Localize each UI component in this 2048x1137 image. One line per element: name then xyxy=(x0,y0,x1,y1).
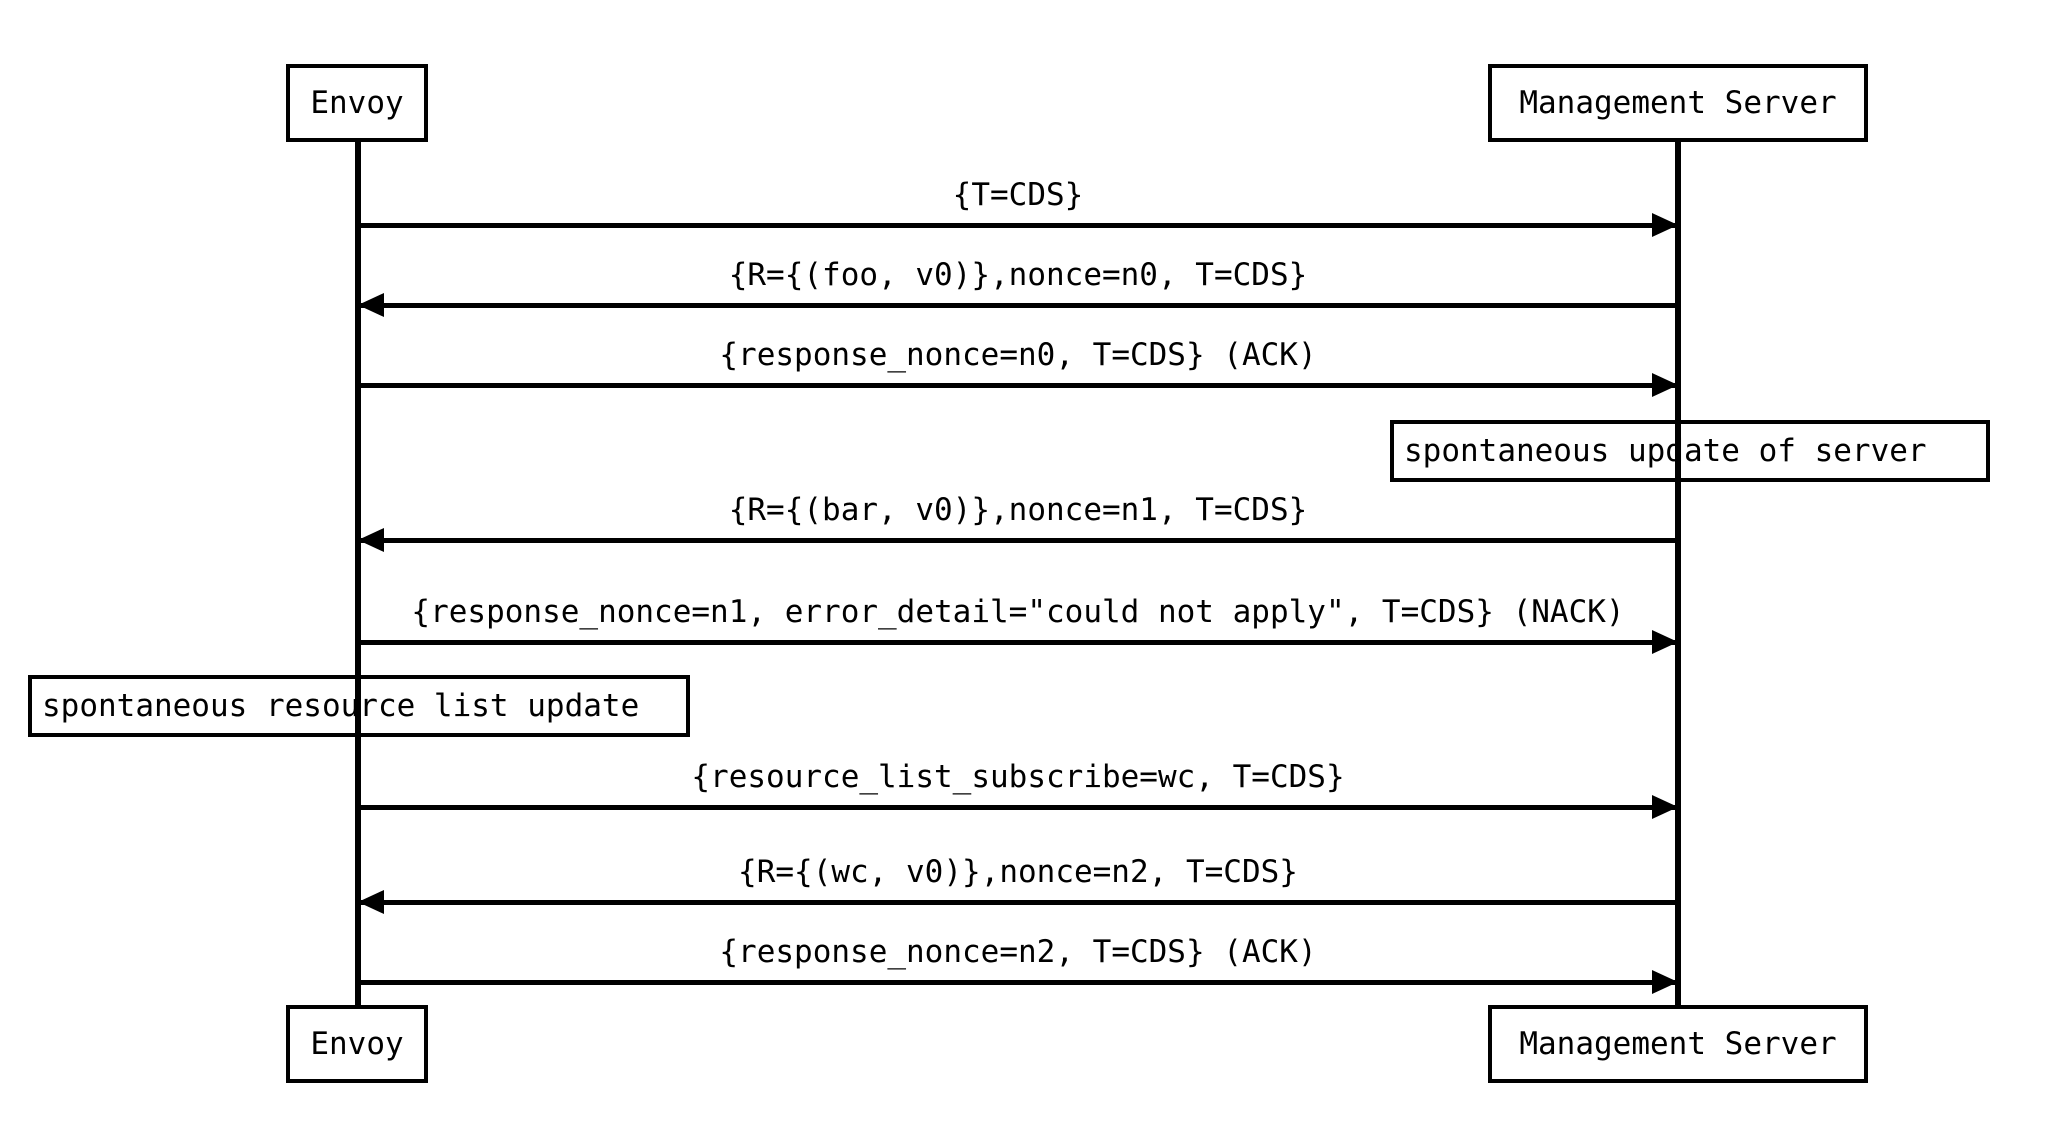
message-line xyxy=(358,223,1678,228)
note-spontaneous-update-of-server: spontaneous update of server xyxy=(1390,420,1990,482)
lifeline-management-server xyxy=(1675,142,1681,1008)
message-label: {R={(foo, v0)},nonce=n0, T=CDS} xyxy=(728,257,1308,293)
participant-header-management-server[interactable]: Management Server xyxy=(1488,64,1868,142)
arrowhead-left-icon xyxy=(358,890,384,914)
message-label: {resource_list_subscribe=wc, T=CDS} xyxy=(691,759,1345,795)
note-label: spontaneous resource list update xyxy=(42,687,640,724)
arrowhead-right-icon xyxy=(1652,630,1678,654)
participant-header-envoy[interactable]: Envoy xyxy=(286,64,428,142)
message-label: {R={(bar, v0)},nonce=n1, T=CDS} xyxy=(728,492,1308,528)
message-line xyxy=(358,805,1678,810)
participant-label: Envoy xyxy=(310,1025,404,1062)
participant-label: Envoy xyxy=(310,84,404,121)
message-line xyxy=(358,980,1678,985)
message-label: {response_nonce=n1, error_detail="could … xyxy=(411,594,1625,630)
message-label: {R={(wc, v0)},nonce=n2, T=CDS} xyxy=(738,854,1298,890)
message-label: {T=CDS} xyxy=(952,177,1084,213)
note-label: spontaneous update of server xyxy=(1404,432,1927,469)
arrowhead-left-icon xyxy=(358,528,384,552)
message-line xyxy=(358,640,1678,645)
participant-footer-management-server[interactable]: Management Server xyxy=(1488,1005,1868,1083)
message-label: {response_nonce=n2, T=CDS} (ACK) xyxy=(719,934,1317,970)
arrowhead-left-icon xyxy=(358,293,384,317)
participant-footer-envoy[interactable]: Envoy xyxy=(286,1005,428,1083)
lifeline-envoy xyxy=(355,142,361,1008)
arrowhead-right-icon xyxy=(1652,213,1678,237)
message-line xyxy=(358,900,1678,905)
arrowhead-right-icon xyxy=(1652,795,1678,819)
participant-label: Management Server xyxy=(1519,1025,1837,1062)
message-line xyxy=(358,303,1678,308)
message-line xyxy=(358,383,1678,388)
arrowhead-right-icon xyxy=(1652,970,1678,994)
participant-label: Management Server xyxy=(1519,84,1837,121)
message-label: {response_nonce=n0, T=CDS} (ACK) xyxy=(719,337,1317,373)
message-line xyxy=(358,538,1678,543)
arrowhead-right-icon xyxy=(1652,373,1678,397)
